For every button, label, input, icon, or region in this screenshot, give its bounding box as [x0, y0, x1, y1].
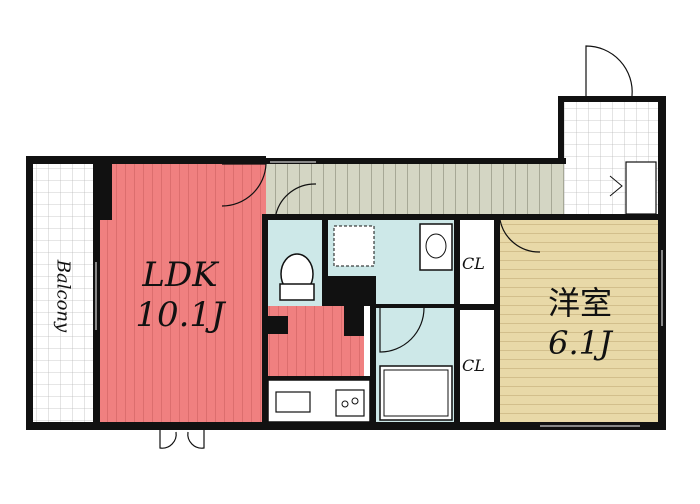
bathtub	[379, 365, 453, 421]
balcony-label: Balcony	[52, 259, 74, 333]
balcony-area	[31, 161, 95, 425]
balcony-door-left	[159, 430, 177, 449]
western-door	[499, 219, 541, 253]
ldk-size: 10.1J	[135, 295, 225, 335]
closet-lower-floor	[458, 310, 496, 424]
ldk-name: LDK	[142, 255, 218, 295]
toilet-door	[275, 183, 317, 215]
closet-upper-label: CL	[462, 254, 485, 273]
ldk-label: LDK 10.1J	[120, 255, 240, 335]
shoe-cabinet	[625, 161, 657, 215]
entrance-door	[585, 45, 633, 97]
western-floor	[496, 220, 660, 424]
balcony-door-right	[187, 430, 205, 449]
stove	[335, 389, 365, 417]
kitchen-sink	[275, 391, 311, 413]
closet-upper-floor	[458, 220, 496, 306]
ldk-door	[221, 163, 267, 207]
western-room-label: 洋室 6.1J	[520, 283, 640, 363]
closet-lower-label: CL	[462, 356, 485, 375]
corridor-floor	[266, 164, 564, 216]
washer-space	[333, 225, 375, 267]
bath-door	[379, 307, 425, 353]
western-room-name: 洋室	[547, 284, 612, 322]
western-room-size: 6.1J	[548, 324, 612, 362]
ldk-floor	[98, 162, 266, 424]
